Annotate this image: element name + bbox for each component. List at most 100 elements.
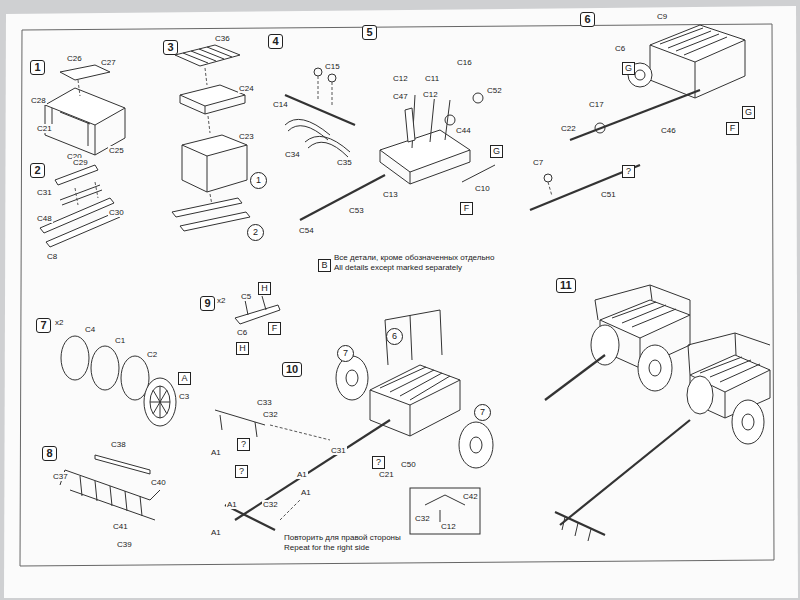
node-text: F (272, 323, 278, 333)
note-text: Repeat for the right side (283, 543, 370, 552)
step-5-chassis-part (380, 150, 470, 184)
step-3-parts-part (180, 85, 245, 106)
part-label: C25 (108, 146, 125, 155)
step-3-parts-part (172, 198, 242, 217)
part-label: C44 (455, 126, 472, 135)
step-5-chassis-part (412, 92, 450, 148)
step-10-cart-part (470, 437, 482, 453)
node-text: 8 (46, 447, 52, 459)
step-2-frame (40, 165, 120, 247)
step-number: 9 (200, 296, 215, 311)
part-label: C21 (36, 124, 53, 133)
part-label: C48 (36, 214, 53, 223)
step-number: 7 (36, 318, 51, 333)
step-11-carts-part (638, 345, 672, 391)
step-1-box-part (78, 80, 80, 96)
node-text: 2 (253, 227, 258, 238)
part-label: A1 (296, 470, 308, 479)
part-label: C36 (214, 34, 231, 43)
step-4-axle-part (314, 68, 322, 76)
reference-letter-box: F (268, 322, 281, 335)
step-number: 4 (268, 34, 283, 49)
step-10-cart-part (370, 380, 460, 436)
step-11-carts-part (560, 420, 690, 525)
step-2-frame-part (75, 182, 98, 205)
paper-sheet-part (20, 24, 774, 566)
part-label: C41 (112, 522, 129, 531)
node-text: 5 (366, 26, 372, 38)
step-5-chassis-part (473, 93, 483, 103)
step-11-carts-part (562, 517, 591, 541)
node-text: 2 (34, 164, 40, 176)
reference-letter-box: A (178, 372, 191, 385)
step-10-cart-part (385, 310, 442, 365)
step-4-axle-part (285, 95, 355, 125)
step-10-cart-part (336, 356, 368, 400)
step-1-box (45, 65, 125, 155)
node-text: G (625, 63, 632, 73)
part-label: C12 (392, 74, 409, 83)
node-text: F (464, 203, 470, 213)
node-text: A (181, 373, 187, 383)
step-3-parts-part (205, 68, 207, 85)
note-text: All details except marked separately (333, 263, 463, 272)
step-6-assembly-part (595, 123, 605, 133)
step-3-parts-part (180, 212, 250, 231)
part-label: C2 (146, 350, 158, 359)
step-6-assembly-part (650, 40, 745, 98)
reference-letter-box: ? (237, 438, 250, 451)
part-label: C46 (660, 126, 677, 135)
step-2-frame-part (46, 212, 120, 247)
step-8-rack-part (60, 470, 160, 500)
step-number: 10 (282, 362, 302, 377)
node-text: 6 (392, 331, 397, 342)
step-4-axle-part (318, 76, 332, 106)
step-11-carts-part (555, 512, 605, 535)
part-label: C47 (392, 92, 409, 101)
step-7-wheel-part (144, 378, 176, 426)
step-4-axle-part (305, 136, 350, 157)
node-text: 9 (204, 297, 210, 309)
node-text: ? (626, 166, 631, 176)
step-10-cart (215, 310, 493, 534)
part-label: C34 (284, 150, 301, 159)
node-text: ? (239, 466, 244, 476)
part-label: C8 (46, 252, 58, 261)
step-6-assembly-part (635, 70, 645, 80)
reference-letter-box: H (236, 342, 249, 355)
step-reference-circle: 2 (247, 224, 264, 241)
step-5-chassis (300, 92, 495, 220)
step-1-box-part (52, 108, 90, 146)
part-label: C40 (150, 478, 167, 487)
node-text: B (321, 260, 327, 270)
part-label: A1 (210, 448, 222, 457)
part-label: A1 (226, 500, 238, 509)
step-8-rack-part (80, 476, 142, 516)
step-number: 8 (42, 446, 57, 461)
part-label: C22 (560, 124, 577, 133)
part-label: C54 (298, 226, 315, 235)
step-reference-circle: 7 (474, 404, 491, 421)
part-label: C12 (422, 90, 439, 99)
step-10-cart-part (215, 410, 265, 437)
step-11-carts (545, 285, 770, 541)
step-5-chassis-part (445, 115, 455, 125)
step-number: 2 (30, 163, 45, 178)
part-label: C6 (236, 328, 248, 337)
part-label: C9 (656, 12, 668, 21)
part-label: C28 (30, 96, 47, 105)
step-reference-circle: 6 (386, 328, 403, 345)
step-6-assembly-part (548, 182, 552, 196)
step-3-parts-part (180, 95, 245, 114)
step-8-rack-part (95, 455, 150, 474)
node-text: ? (376, 457, 381, 467)
part-label: C30 (108, 208, 125, 217)
node-text: 7 (343, 348, 348, 359)
part-label: C27 (100, 58, 117, 67)
step-6-assembly-part (570, 90, 700, 140)
part-label: C24 (238, 84, 255, 93)
reference-letter-box: B (318, 259, 331, 272)
part-label: C15 (324, 62, 341, 71)
step-3-parts-part (183, 47, 232, 63)
step-6-assembly-part (544, 174, 552, 182)
